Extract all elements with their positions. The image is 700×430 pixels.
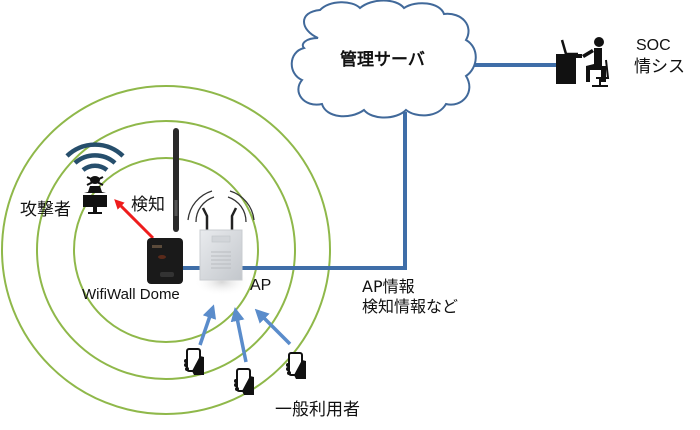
cloud-shape [290,0,477,119]
soc-operator-icon [556,37,610,87]
antenna-icon [173,128,179,232]
coverage-rings [1,85,331,415]
desk-icon [556,54,576,84]
smartphone-user-icon [234,368,254,395]
attacker-icon [83,186,107,214]
smartphone-user-icon [286,352,306,379]
info-label-line1: AP情報 [362,277,415,296]
soc-label: SOC [636,37,671,54]
ap-label: AP [250,277,272,294]
coverage-ring-middle [36,120,296,380]
sensor-label: WifiWall Dome [82,286,180,303]
access-point-device [187,190,255,296]
wifiwall-dome-device [147,128,183,284]
attacker-wifi-icon [65,142,125,172]
skull-icon [86,176,104,186]
smartphone-user-icon [184,348,204,375]
users-label: 一般利用者 [275,400,360,420]
user-arrow [198,304,217,346]
detection-arrow [114,199,155,240]
user-connection-arrows [198,304,292,363]
info-label-line2: 検知情報など [362,297,459,316]
user-arrow [230,307,248,363]
user-arrow [254,308,292,346]
attacker-label: 攻撃者 [20,200,71,220]
network-links [178,63,556,270]
it-team-label: 情シス [634,57,685,77]
coverage-ring-inner [73,157,259,343]
coverage-ring-outer [1,85,331,415]
ap-to-server-line [178,112,407,270]
ap-signal-icon [187,190,255,223]
detection-label: 検知 [131,195,165,215]
cloud-server-label: 管理サーバ [340,50,425,70]
